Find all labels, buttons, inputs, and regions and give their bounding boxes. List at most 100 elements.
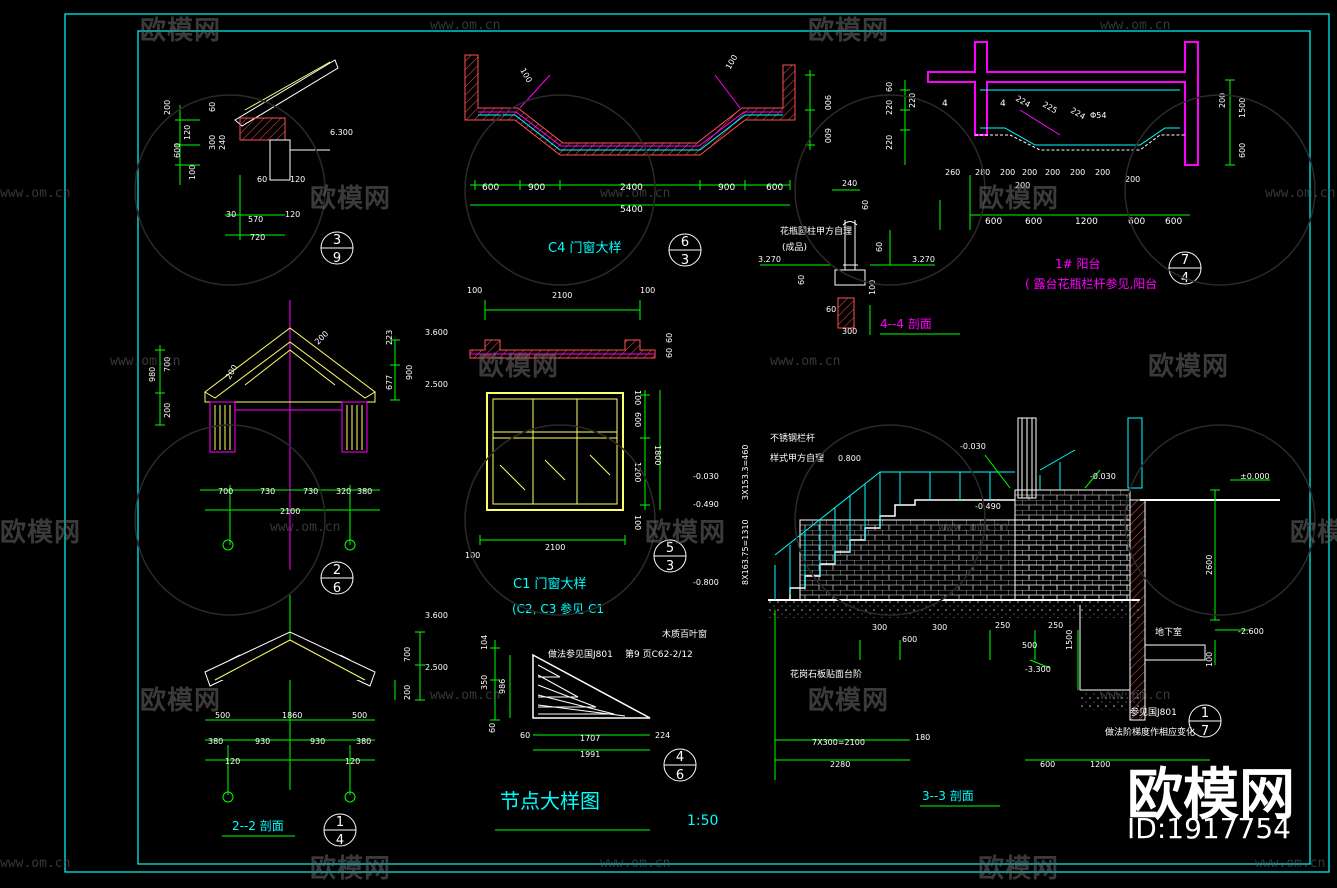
gable-dim: 380 xyxy=(357,487,372,496)
c4-dim: 900 xyxy=(528,183,545,193)
sheet-scale: 1:50 xyxy=(687,813,718,829)
balcony-dim: 1500 xyxy=(1238,98,1247,118)
sheet-title: 节点大样图 xyxy=(500,789,600,813)
louver-label: 木质百叶窗 xyxy=(662,628,707,640)
watermark-url: www.om.cn xyxy=(1100,688,1171,703)
balcony-note: ( 露台花瓶栏杆参见,阳台 xyxy=(1025,276,1157,291)
watermark-url: www.om.cn xyxy=(1265,186,1336,201)
svg-text:5: 5 xyxy=(666,541,674,556)
s22-dim: 930 xyxy=(310,737,325,746)
gable-dim: 700 xyxy=(163,357,172,372)
s44-dim: 100 xyxy=(868,280,877,295)
eave-dim: 30 xyxy=(226,210,236,219)
watermark-logo: 欧模网 xyxy=(808,16,890,46)
watermark-url: www.om.cn xyxy=(430,18,501,33)
watermark-logo: 欧模网 xyxy=(645,518,727,548)
svg-text:6: 6 xyxy=(333,581,341,596)
s33-label: 样式甲方自理 xyxy=(770,452,824,464)
svg-text:6: 6 xyxy=(676,768,684,783)
drawing-frame xyxy=(64,13,1330,873)
svg-text:3: 3 xyxy=(681,253,689,268)
watermark-logo: 欧模网 xyxy=(1148,352,1230,382)
s22-dim: 500 xyxy=(352,711,367,720)
balcony-dim: 200 xyxy=(1015,181,1030,190)
gable-dim: 2100 xyxy=(280,507,300,516)
balcony-dim: 220 xyxy=(885,135,894,150)
gable-dim: 730 xyxy=(260,487,275,496)
louver-dim: 224 xyxy=(655,731,670,740)
watermark-url: www.om.cn xyxy=(600,856,671,871)
c1-top-dim: 60 xyxy=(665,348,674,358)
svg-text:4: 4 xyxy=(676,750,684,765)
s44-dim: 3.270 xyxy=(758,255,781,264)
c1-dim: 1200 xyxy=(633,462,642,482)
eave-dim: 240 xyxy=(218,135,227,150)
c1-detail-marker: 5 3 xyxy=(653,539,687,574)
svg-text:2: 2 xyxy=(333,563,341,578)
balcony-dim: 225 xyxy=(1041,100,1059,115)
eave-dim: 60 xyxy=(257,175,267,184)
s33-dim: 300 xyxy=(932,623,947,632)
watermark-logo: 欧模网 xyxy=(1290,518,1337,548)
eave-dim: 600 xyxy=(173,143,182,158)
watermark-url: www.om.cn xyxy=(110,354,181,369)
detail-balcony: 4 60 220 220 220 200 1500 600 4 224 225 … xyxy=(885,41,1247,291)
s22-dim: 1860 xyxy=(282,711,302,720)
balcony-dim: 600 xyxy=(1165,217,1182,227)
s22-dim: 380 xyxy=(356,737,371,746)
s22-dim: 200 xyxy=(403,685,412,700)
eave-dim: 120 xyxy=(290,175,305,184)
eave-dim: 570 xyxy=(248,215,263,224)
gable-dim: 730 xyxy=(303,487,318,496)
s33-title: 3--3 剖面 xyxy=(922,789,974,803)
watermark-logo: 欧模网 xyxy=(310,184,392,214)
watermark-url: www.om.cn xyxy=(0,186,71,201)
s33-dim: 500 xyxy=(1022,641,1037,650)
svg-text:1: 1 xyxy=(1201,706,1209,721)
s33-dim: ±0.000 xyxy=(1240,472,1270,481)
c4-dim: 600 xyxy=(823,128,832,143)
c4-dim: 900 xyxy=(718,183,735,193)
svg-text:6: 6 xyxy=(681,235,689,250)
s33-dim: 600 xyxy=(902,635,917,644)
eave-dim: 720 xyxy=(250,233,265,242)
s22-dim: 700 xyxy=(403,647,412,662)
detail-section-4-4: 花瓶圆柱甲方自理 (成品) 240 60 60 3.270 3.270 60 3… xyxy=(758,179,960,336)
louver-label: 第9 页C62-2/12 xyxy=(625,648,693,660)
louver-label: 做法参见国J801 xyxy=(548,648,613,660)
watermark-logo: 欧模网 xyxy=(310,854,392,884)
detail-eave-section: 200 60 300 240 120 600 100 6.300 60 120 … xyxy=(163,59,354,266)
balcony-title: 1# 阳台 xyxy=(1055,256,1101,271)
s33-dim: 3X153.3=460 xyxy=(741,445,750,500)
gable-dim: 980 xyxy=(148,367,157,382)
gable-dim: 677 xyxy=(385,375,394,390)
louver-dim: 1991 xyxy=(580,750,600,759)
s33-dim: -0.490 xyxy=(975,502,1001,511)
s22-dim: 930 xyxy=(255,737,270,746)
balcony-dim: 4 xyxy=(942,99,948,109)
s33-dim: 2280 xyxy=(830,760,850,769)
watermark-url: www.om.cn xyxy=(1255,856,1326,871)
s44-dim: 300 xyxy=(842,327,857,336)
s33-dim: 300 xyxy=(872,623,887,632)
balcony-dim: Φ54 xyxy=(1090,111,1106,120)
svg-text:4: 4 xyxy=(336,833,344,848)
s33-dim: 180 xyxy=(915,733,930,742)
s22-dim: 2.500 xyxy=(425,663,448,672)
balcony-dim: 200 xyxy=(1022,168,1037,177)
s33-label: 参见国J801 xyxy=(1130,706,1177,718)
s44-dim: 3.270 xyxy=(912,255,935,264)
louver-dim: 104 xyxy=(480,635,489,650)
gable-dim: 700 xyxy=(218,487,233,496)
balcony-dim: 220 xyxy=(885,100,894,115)
gable-dim: 200 xyxy=(163,403,172,418)
s33-dim: -2.600 xyxy=(1238,627,1264,636)
detail-section-2-2: 3.600 700 2.500 200 500 1860 500 380 930… xyxy=(204,595,448,848)
svg-text:1: 1 xyxy=(336,815,344,830)
balcony-dim: 4 xyxy=(1000,99,1006,109)
s33-dim: -0.030 xyxy=(960,442,986,451)
watermark-logo: 欧模网 xyxy=(140,16,222,46)
s44-dim: 60 xyxy=(797,275,806,285)
balcony-dim: 260 xyxy=(945,168,960,177)
